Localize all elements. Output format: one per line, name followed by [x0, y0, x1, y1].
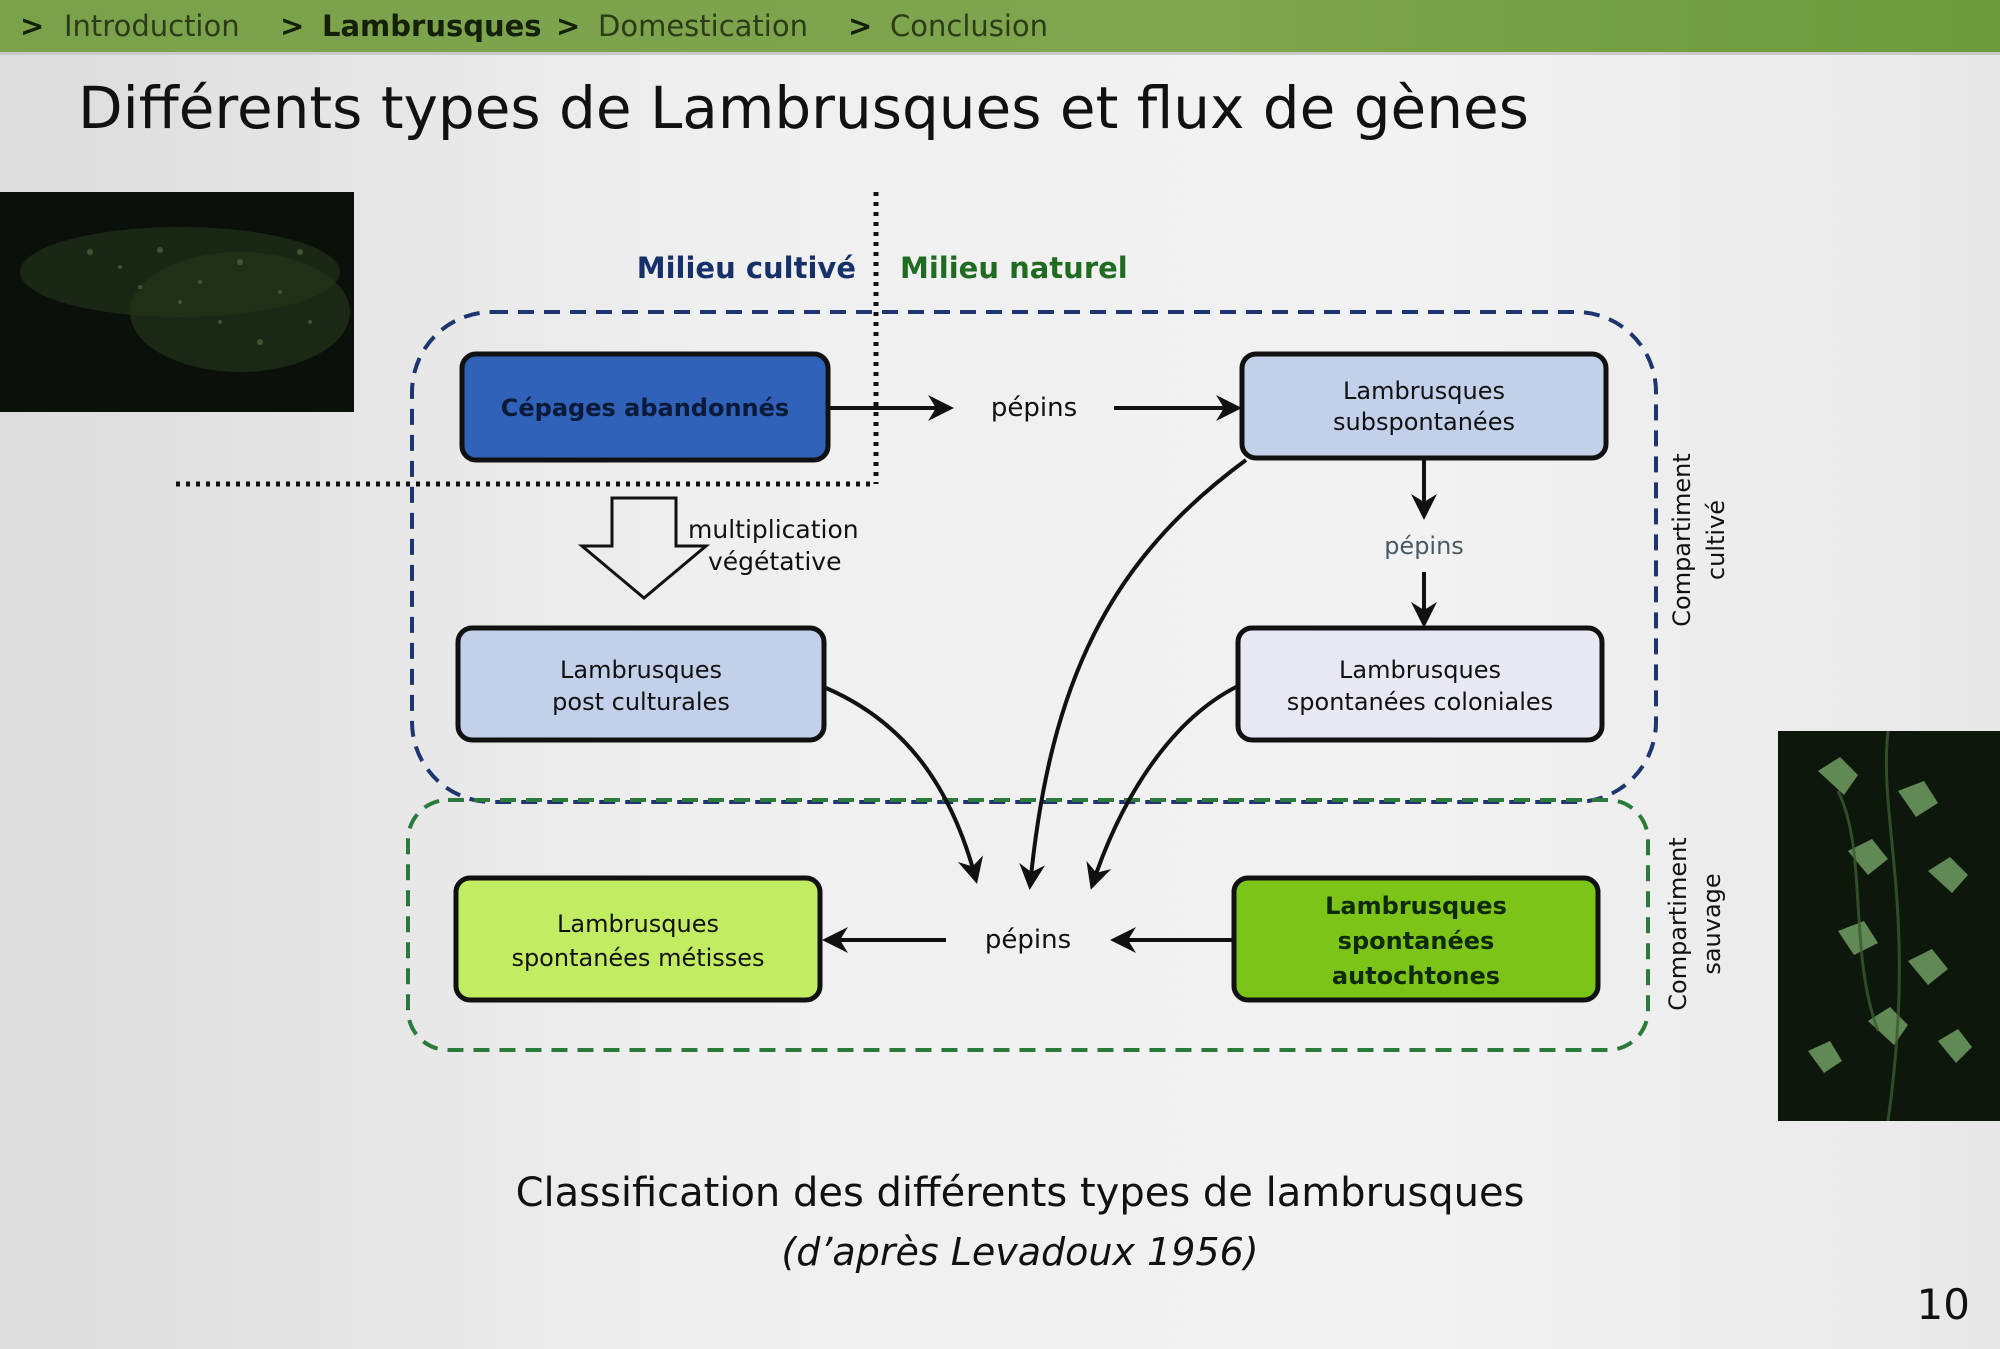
diagram-source: (d’après Levadoux 1956): [781, 1230, 1259, 1274]
node-lambrusques-subspontanees: [1239, 351, 1609, 461]
node-label: Lambrusques: [1343, 377, 1505, 405]
edge-label-pepins-top: pépins: [991, 393, 1077, 423]
node-lambrusques-post-culturales: [455, 625, 827, 743]
node-label: subspontanées: [1333, 408, 1515, 436]
node-lambrusques-spontanees-autochtones: [1231, 875, 1601, 1003]
node-lambrusques-spontanees-metisses: [453, 875, 823, 1003]
node-label: Lambrusques: [1339, 656, 1501, 684]
compartment-cultive-label: cultivé: [1702, 500, 1730, 580]
node-label: Lambrusques: [1325, 892, 1507, 920]
milieu-naturel-label: Milieu naturel: [900, 251, 1128, 285]
breadcrumb-bar: > Introduction > Lambrusques > Domestica…: [0, 0, 2000, 55]
breadcrumb-separator: >: [20, 9, 45, 43]
breadcrumb-item-lambrusques[interactable]: Lambrusques: [322, 9, 542, 43]
page-number: 10: [1916, 1280, 1970, 1329]
arrow-subspontanees-to-pepins-bottom: [1019, 458, 1248, 890]
compartment-sauvage-label: sauvage: [1698, 873, 1726, 974]
node-label: Cépages abandonnés: [501, 394, 789, 422]
breadcrumb-separator: >: [848, 9, 873, 43]
arrow-coloniales-to-pepins-bottom: [1086, 684, 1239, 890]
edge-label-pepins-bottom: pépins: [985, 925, 1071, 955]
node-label: spontanées métisses: [511, 944, 764, 972]
node-label: autochtones: [1332, 962, 1500, 990]
breadcrumb-separator: >: [556, 9, 581, 43]
node-label: spontanées: [1338, 927, 1495, 955]
edge-label-vegetative: végétative: [708, 547, 841, 576]
vine-leaves-photo-right: [1778, 731, 2000, 1121]
milieu-cultive-label: Milieu cultivé: [637, 251, 856, 285]
hollow-arrow-multiplication: [577, 496, 711, 600]
breadcrumb-item-introduction[interactable]: Introduction: [64, 9, 240, 43]
node-label: Lambrusques: [560, 656, 722, 684]
compartment-sauvage-border: [406, 798, 1650, 1052]
arrow-post-culturales-to-pepins: [825, 686, 984, 884]
node-label: Lambrusques: [557, 910, 719, 938]
vineyard-photo-left: [0, 192, 354, 412]
diagram-caption: Classification des différents types de l…: [515, 1170, 1525, 1216]
breadcrumb-item-domestication[interactable]: Domestication: [598, 9, 808, 43]
breadcrumb-item-conclusion[interactable]: Conclusion: [890, 9, 1049, 43]
node-label: spontanées coloniales: [1287, 688, 1553, 716]
edge-label-multiplication: multiplication: [688, 515, 859, 544]
compartment-sauvage-label: Compartiment: [1664, 837, 1692, 1010]
slide-title: Différents types de Lambrusques et flux …: [78, 74, 1529, 142]
breadcrumb-separator: >: [280, 9, 305, 43]
compartment-cultive-label: Compartiment: [1668, 453, 1696, 626]
node-label: post culturales: [552, 688, 730, 716]
node-lambrusques-spontanees-coloniales: [1235, 625, 1605, 743]
edge-label-pepins-right: pépins: [1384, 532, 1464, 560]
